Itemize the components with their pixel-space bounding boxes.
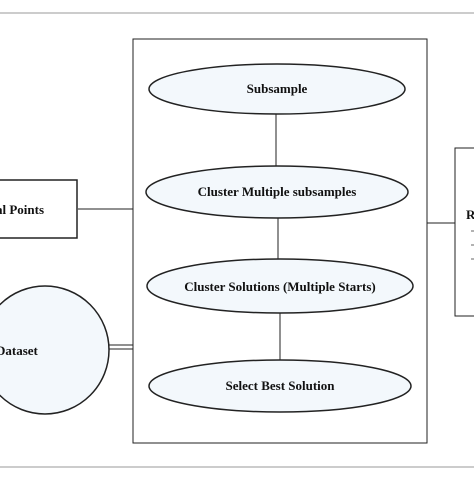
- initial-points-box: [0, 179, 78, 239]
- select-best-ellipse: [148, 359, 412, 413]
- cluster-multiple-ellipse: [145, 165, 409, 219]
- result-box-label: R: [466, 207, 474, 222]
- subsample-label: Subsample: [247, 81, 308, 96]
- cluster-solutions-label: Cluster Solutions (Multiple Starts): [184, 279, 376, 294]
- cluster-multiple-label: Cluster Multiple subsamples: [198, 184, 357, 199]
- result-box: [454, 147, 474, 317]
- subsample-ellipse: [148, 63, 406, 115]
- initial-points-label: al Points: [0, 202, 44, 217]
- outer-frame: [0, 12, 474, 468]
- dataset-circle: [0, 285, 110, 415]
- dataset-label: Dataset: [0, 343, 39, 358]
- select-best-label: Select Best Solution: [225, 378, 335, 393]
- cluster-solutions-ellipse: [146, 258, 414, 314]
